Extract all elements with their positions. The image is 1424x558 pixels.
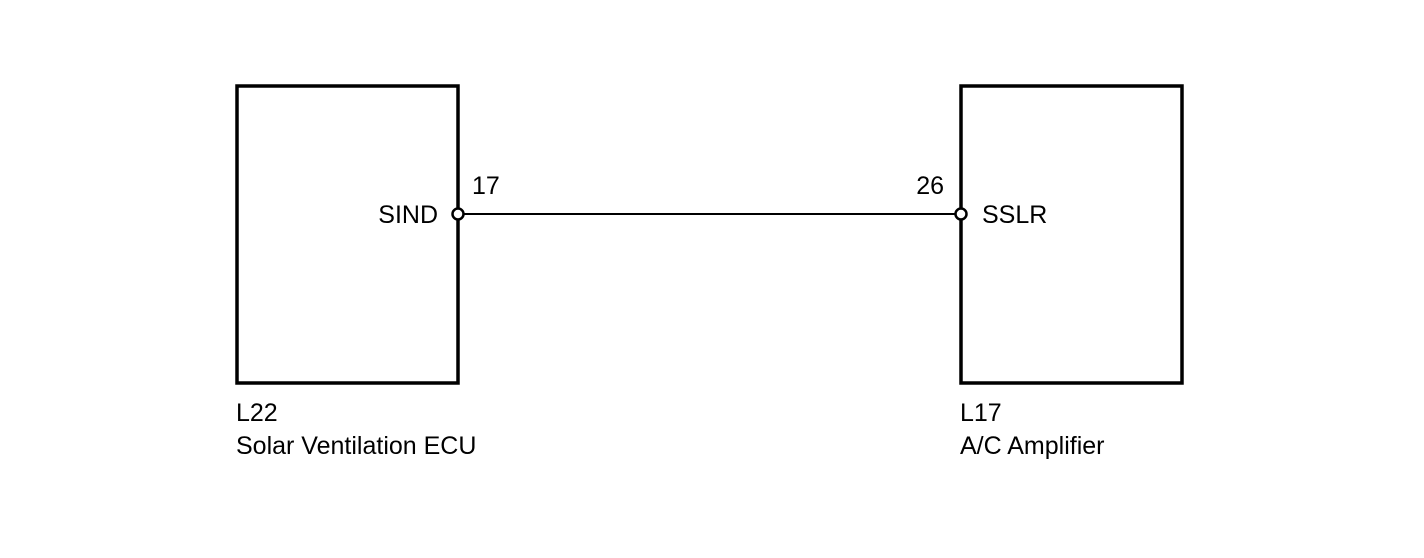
right-component-code: L17 <box>960 399 1002 427</box>
right-component-name: A/C Amplifier <box>960 432 1104 460</box>
left-component-name: Solar Ventilation ECU <box>236 432 476 460</box>
ac-amplifier-box <box>959 84 1184 385</box>
right-terminal-icon <box>954 207 968 221</box>
right-terminal-label: SSLR <box>982 201 1047 229</box>
left-component-code: L22 <box>236 399 278 427</box>
left-terminal-label: SIND <box>378 201 438 229</box>
right-pin-number: 26 <box>916 172 944 200</box>
solar-ventilation-ecu-box <box>235 84 460 385</box>
left-terminal-icon <box>451 207 465 221</box>
left-pin-number: 17 <box>472 172 500 200</box>
